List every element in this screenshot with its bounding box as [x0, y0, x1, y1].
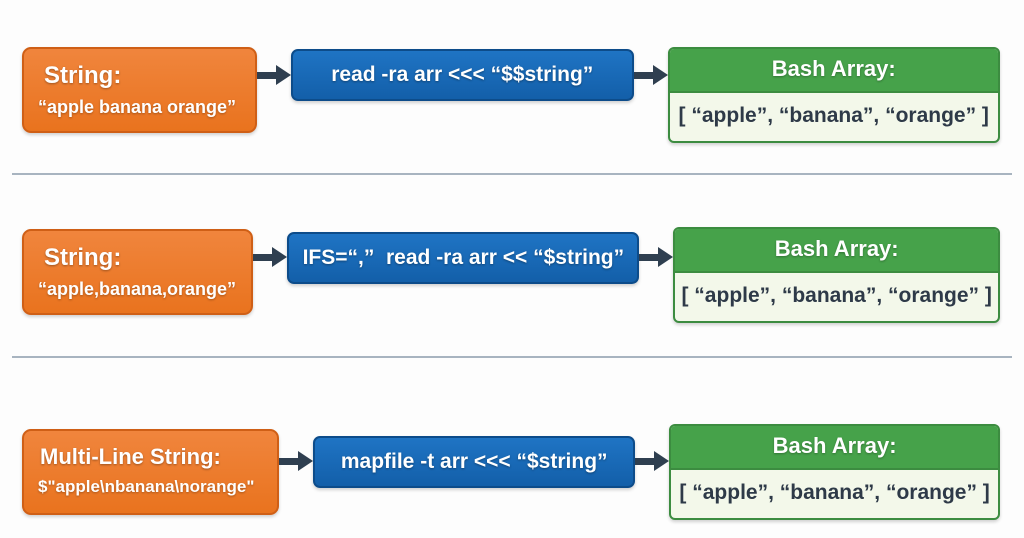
bash-array-title: Bash Array: [675, 229, 998, 273]
conversion-row-whitespace: String: “apple banana orange” read -ra a… [0, 47, 1024, 143]
command-text: read -ra arr <<< “$$string” [331, 63, 594, 86]
right-arrow-icon [279, 451, 314, 471]
right-arrow-icon [639, 247, 674, 267]
right-arrow-icon [257, 65, 292, 85]
input-string-value: “apple,banana,orange” [38, 279, 237, 299]
arrow-shaft [633, 71, 653, 79]
input-string-value: “apple banana orange” [38, 97, 237, 117]
arrow-head [654, 451, 670, 471]
row-divider [12, 173, 1012, 175]
input-string-box: Multi-Line String: $"apple\nbanana\noran… [22, 429, 280, 515]
bash-array-box: Bash Array: [ “apple”, “banana”, “orange… [669, 424, 1000, 520]
input-string-title: Multi-Line String: [40, 444, 221, 469]
conversion-row-custom-ifs: String: “apple,banana,orange” IFS=“,” re… [0, 227, 1024, 323]
bash-array-box: Bash Array: [ “apple”, “banana”, “orange… [667, 47, 1000, 143]
command-text: mapfile -t arr <<< “$string” [340, 450, 608, 473]
arrow-head [652, 65, 668, 85]
arrow-shaft [635, 457, 655, 465]
conversion-row-multiline: Multi-Line String: $"apple\nbanana\noran… [0, 424, 1024, 520]
arrow-shaft [279, 457, 299, 465]
bash-array-value: [ “apple”, “banana”, “orange” ] [681, 284, 992, 307]
arrow-shaft [253, 253, 273, 261]
bash-string-to-array-diagram: String: “apple banana orange” read -ra a… [0, 47, 1024, 520]
arrow-head [276, 65, 292, 85]
right-arrow-icon [633, 65, 668, 85]
right-arrow-icon [635, 451, 670, 471]
arrow-head [272, 247, 288, 267]
command-box: mapfile -t arr <<< “$string” [313, 436, 636, 488]
command-text: IFS=“,” read -ra arr << “$string” [302, 246, 625, 269]
arrow-shaft [639, 253, 659, 261]
command-box: IFS=“,” read -ra arr << “$string” [287, 232, 640, 284]
right-arrow-icon [253, 247, 288, 267]
input-string-title: String: [44, 244, 122, 271]
input-string-box: String: “apple,banana,orange” [22, 229, 254, 315]
bash-array-value: [ “apple”, “banana”, “orange” ] [679, 481, 990, 504]
bash-array-value: [ “apple”, “banana”, “orange” ] [678, 104, 989, 127]
bash-array-title: Bash Array: [669, 49, 998, 93]
arrow-shaft [257, 71, 277, 79]
input-string-box: String: “apple banana orange” [22, 47, 258, 133]
arrow-head [658, 247, 674, 267]
arrow-head [298, 451, 314, 471]
bash-array-box: Bash Array: [ “apple”, “banana”, “orange… [673, 227, 1000, 323]
input-string-value: $"apple\nbanana\norange" [38, 477, 255, 496]
input-string-title: String: [44, 62, 122, 89]
row-divider [12, 356, 1012, 358]
command-box: read -ra arr <<< “$$string” [291, 49, 634, 101]
bash-array-title: Bash Array: [671, 426, 998, 470]
